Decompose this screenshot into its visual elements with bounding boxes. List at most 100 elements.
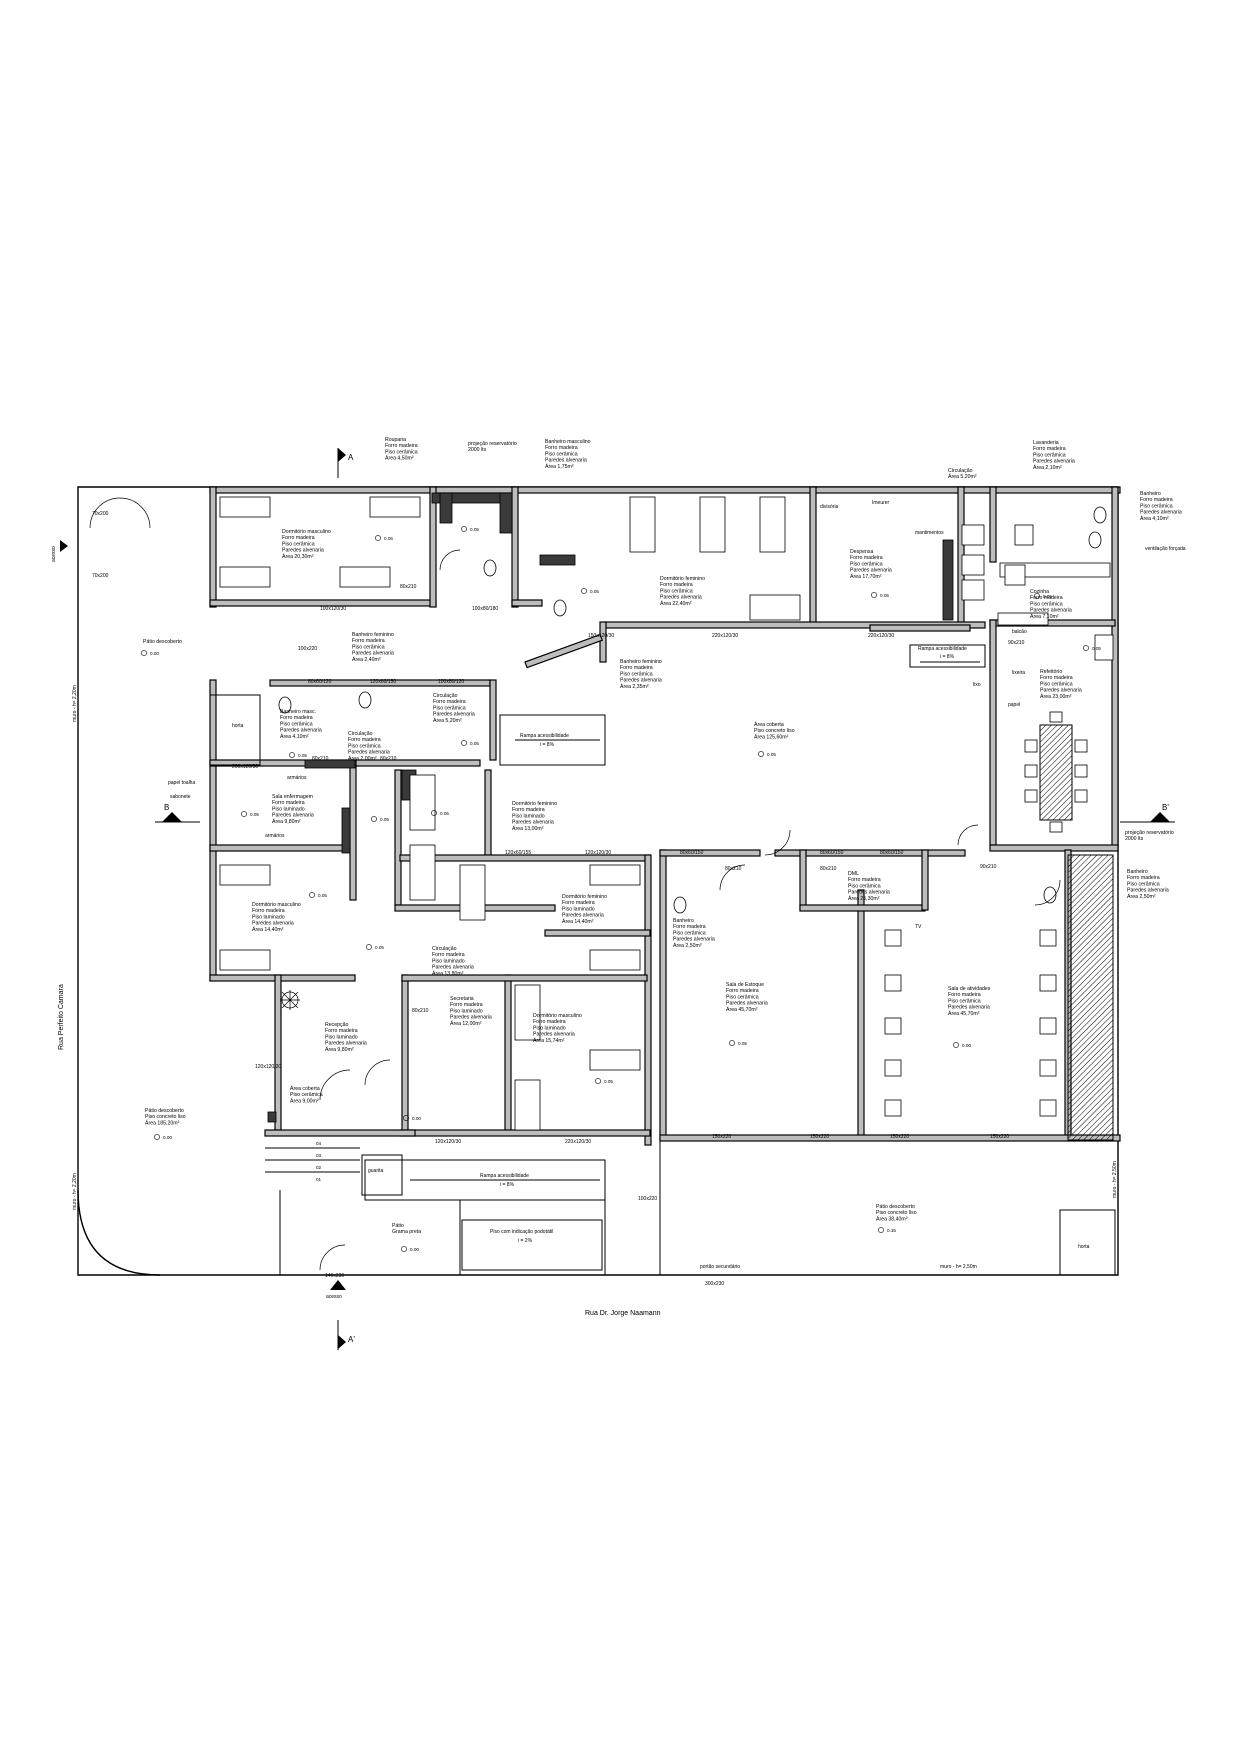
room-line: Piso cerâmica — [948, 998, 981, 1004]
hatched-wall-right — [1067, 854, 1114, 1141]
dim: 80x210 — [380, 756, 397, 762]
label-piso-podotatil: Piso com indicação podotátil — [490, 1229, 553, 1235]
room-line: Paredes alvenaria — [726, 1001, 768, 1007]
room-line: Área 2,50m² — [673, 942, 702, 949]
room-line: Área coberta — [290, 1085, 320, 1092]
room-line: Recepção — [325, 1022, 348, 1028]
dim: 120x120/30 — [435, 1139, 461, 1145]
room-line: Paredes alvenaria — [948, 1005, 990, 1011]
room-line: Paredes alvenaria — [533, 1032, 575, 1038]
room-line: Forro madeira — [282, 535, 315, 541]
label-muro-left-top: muro - h= 2,20m — [72, 685, 78, 722]
room-line: Pátio — [392, 1223, 404, 1229]
room-line: Forro madeira — [660, 582, 693, 588]
room-line: Piso cerâmica — [433, 705, 466, 711]
dimension-labels: 70x200 70x200 100x220 80x210 100x120/30 … — [92, 511, 1025, 1287]
room-line: Forro madeira — [673, 924, 706, 930]
room-line: Área 14,40m² — [562, 918, 594, 925]
room-line: Sala de Estoque — [726, 982, 764, 988]
level-value: 0.05 — [384, 536, 393, 541]
room-line: Forro madeira — [545, 445, 578, 451]
dim: 80x210 — [820, 866, 837, 872]
room-line: Área 23,00m² — [1040, 693, 1072, 700]
room-line: Piso cerâmica — [660, 588, 693, 594]
level-symbol-icon — [431, 810, 437, 816]
toilets — [278, 506, 1107, 914]
level-symbol-icon — [461, 740, 467, 746]
room-line: Piso concreto liso — [754, 728, 795, 734]
label-armarios-1: armários — [287, 775, 307, 781]
label-rampa-top: Rampa acessibilidade — [520, 733, 569, 739]
dim: 70x200 — [92, 511, 109, 517]
label-lixeira: lixeira — [1012, 670, 1025, 676]
level-value: 0.00 — [412, 1116, 421, 1121]
label-piso-podotatil-inc: i = 2% — [518, 1238, 533, 1244]
room-line: Área 2,10m² — [1033, 464, 1062, 471]
cut-b-left: B — [164, 803, 169, 812]
room-line: Grama preta — [392, 1229, 421, 1235]
level-symbol-icon — [309, 892, 315, 898]
room-line: Paredes alvenaria — [348, 750, 390, 756]
room-line: Piso concreto liso — [145, 1114, 186, 1120]
level-symbol-icon — [878, 1227, 884, 1233]
level-value: 0.00 — [163, 1135, 172, 1140]
level-value: 0.05 — [470, 741, 479, 746]
cut-a-bottom: A' — [348, 1335, 355, 1344]
dim: 80x60/150 — [820, 850, 844, 856]
room-line: Paredes alvenaria — [1140, 510, 1182, 516]
room-line: Dormitório masculino — [533, 1013, 582, 1019]
plant-icon — [280, 990, 300, 1010]
beds — [219, 496, 801, 1131]
step-label: 01 — [316, 1177, 322, 1182]
room-line: Forro madeira — [848, 877, 881, 883]
dim: 200x120/30 — [232, 764, 258, 770]
room-line: Forro madeira — [512, 807, 545, 813]
dim: 150x220 — [990, 1134, 1009, 1140]
room-line: Forro madeira — [348, 737, 381, 743]
entry-structures — [209, 694, 1118, 1276]
dim: 100x220 — [298, 646, 317, 652]
room-line: Paredes alvenaria — [512, 820, 554, 826]
room-line: Forro madeira — [1030, 595, 1063, 601]
room-line: Dormitório feminino — [512, 801, 557, 807]
label-armarios-2: armários — [265, 833, 285, 839]
room-line: Piso cerâmica — [385, 449, 418, 455]
room-line: Área 2,00m² — [348, 755, 377, 762]
room-line: Forro madeira — [1140, 497, 1173, 503]
room-line: Forro madeira — [1033, 446, 1066, 452]
label-mantimentos: mantimentos — [915, 530, 944, 536]
room-line: Área 4,10m² — [280, 733, 309, 740]
room-line: Piso cerâmica — [1030, 601, 1063, 607]
room-line: Área 5,20m² — [948, 473, 977, 480]
dim: 100x80/180 — [472, 606, 498, 612]
dim: 80x210 — [400, 584, 417, 590]
label-papel-toalha: papel toalha — [168, 780, 195, 786]
room-line: Piso laminado — [562, 906, 595, 912]
room-line: Área 9,00m² — [290, 1097, 319, 1104]
level-value: 0.00 — [150, 651, 159, 656]
level-symbol-icon — [595, 1078, 601, 1084]
dim: 220x120/30 — [712, 633, 738, 639]
room-line: Piso cerâmica — [290, 1092, 323, 1098]
room-line: Forro madeira — [272, 800, 305, 806]
room-line: Piso cerâmica — [673, 930, 706, 936]
room-line: Forro madeira — [562, 900, 595, 906]
room-line: Lavanderia — [1033, 440, 1059, 446]
dim: 150x120/30 — [588, 633, 614, 639]
room-line: Piso laminado — [272, 806, 305, 812]
